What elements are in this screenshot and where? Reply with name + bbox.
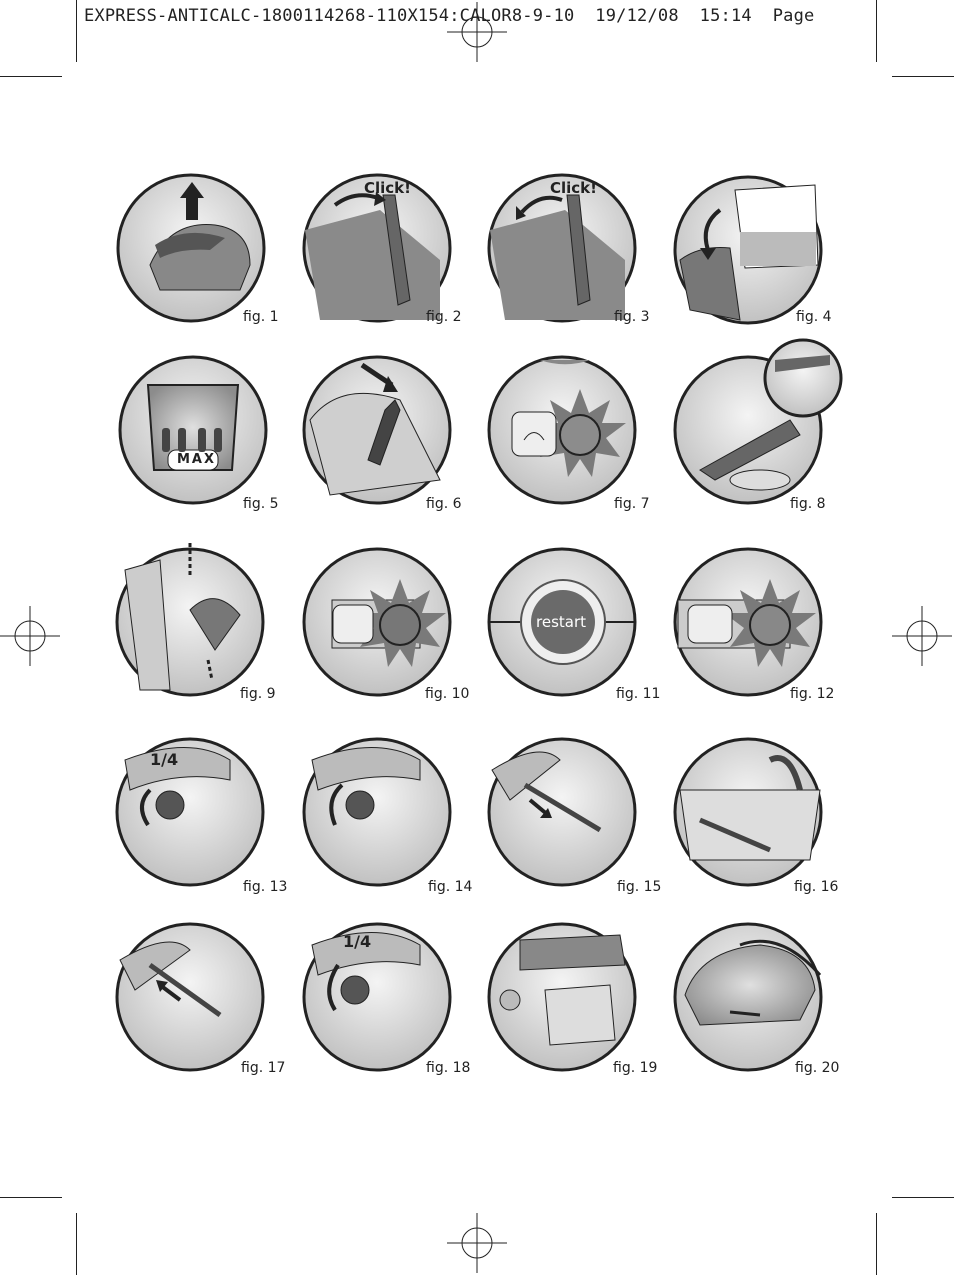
figure-5-illustration [118,355,268,505]
crop-mark [76,0,77,62]
registration-mark [0,605,61,667]
figure-7-illustration [487,355,637,505]
figure-label: fig. 11 [616,686,661,702]
figure-label: fig. 3 [614,309,650,325]
figure-16-illustration [673,737,823,887]
figure-10-illustration [302,547,452,697]
crop-mark [892,76,954,77]
figure-18-illustration [302,922,452,1072]
figure-20-illustration [673,922,823,1072]
figure-label: fig. 13 [243,879,288,895]
click-caption: Click! [550,179,597,197]
registration-mark [446,1,508,63]
figure-label: fig. 17 [241,1060,286,1076]
figure-9-illustration [115,540,265,697]
figure-label: fig. 15 [617,879,662,895]
figure-13-illustration [115,737,265,887]
crop-mark [76,1213,77,1275]
figure-2-illustration [302,173,452,323]
restart-button: restart [536,613,587,631]
figure-label: fig. 12 [790,686,835,702]
figure-label: fig. 2 [426,309,462,325]
crop-mark [876,1213,877,1275]
registration-mark [891,605,953,667]
figure-1-illustration [116,173,266,323]
figure-label: fig. 4 [796,309,832,325]
figure-label: fig. 19 [613,1060,658,1076]
crop-mark [0,76,62,77]
figure-label: fig. 5 [243,496,279,512]
figure-17-illustration [115,922,265,1072]
click-caption: Click! [364,179,411,197]
figure-label: fig. 6 [426,496,462,512]
quarter-turn-caption: 1/4 [343,932,372,951]
figure-3-illustration [487,173,637,323]
figure-12-illustration [673,547,823,697]
crop-mark [0,1197,62,1198]
figure-label: fig. 1 [243,309,279,325]
figure-label: fig. 14 [428,879,473,895]
figure-15-illustration [487,737,637,887]
figure-label: fig. 16 [794,879,839,895]
crop-mark [892,1197,954,1198]
figure-11-illustration [487,547,637,697]
figure-label: fig. 7 [614,496,650,512]
figure-4-illustration [673,175,823,325]
figure-label: fig. 18 [426,1060,471,1076]
crop-mark [876,0,877,62]
figure-label: fig. 10 [425,686,470,702]
figure-label: fig. 9 [240,686,276,702]
print-slug-header: EXPRESS-ANTICALC-1800114268-110X154:CALO… [84,6,815,26]
figure-8-illustration [673,338,843,505]
figure-label: fig. 20 [795,1060,840,1076]
figure-6-illustration [302,355,452,505]
quarter-turn-caption: 1/4 [150,750,179,769]
figure-19-illustration [487,922,637,1072]
max-marking: MAX [177,452,217,467]
registration-mark [446,1212,508,1274]
figure-14-illustration [302,737,452,887]
figure-label: fig. 8 [790,496,826,512]
